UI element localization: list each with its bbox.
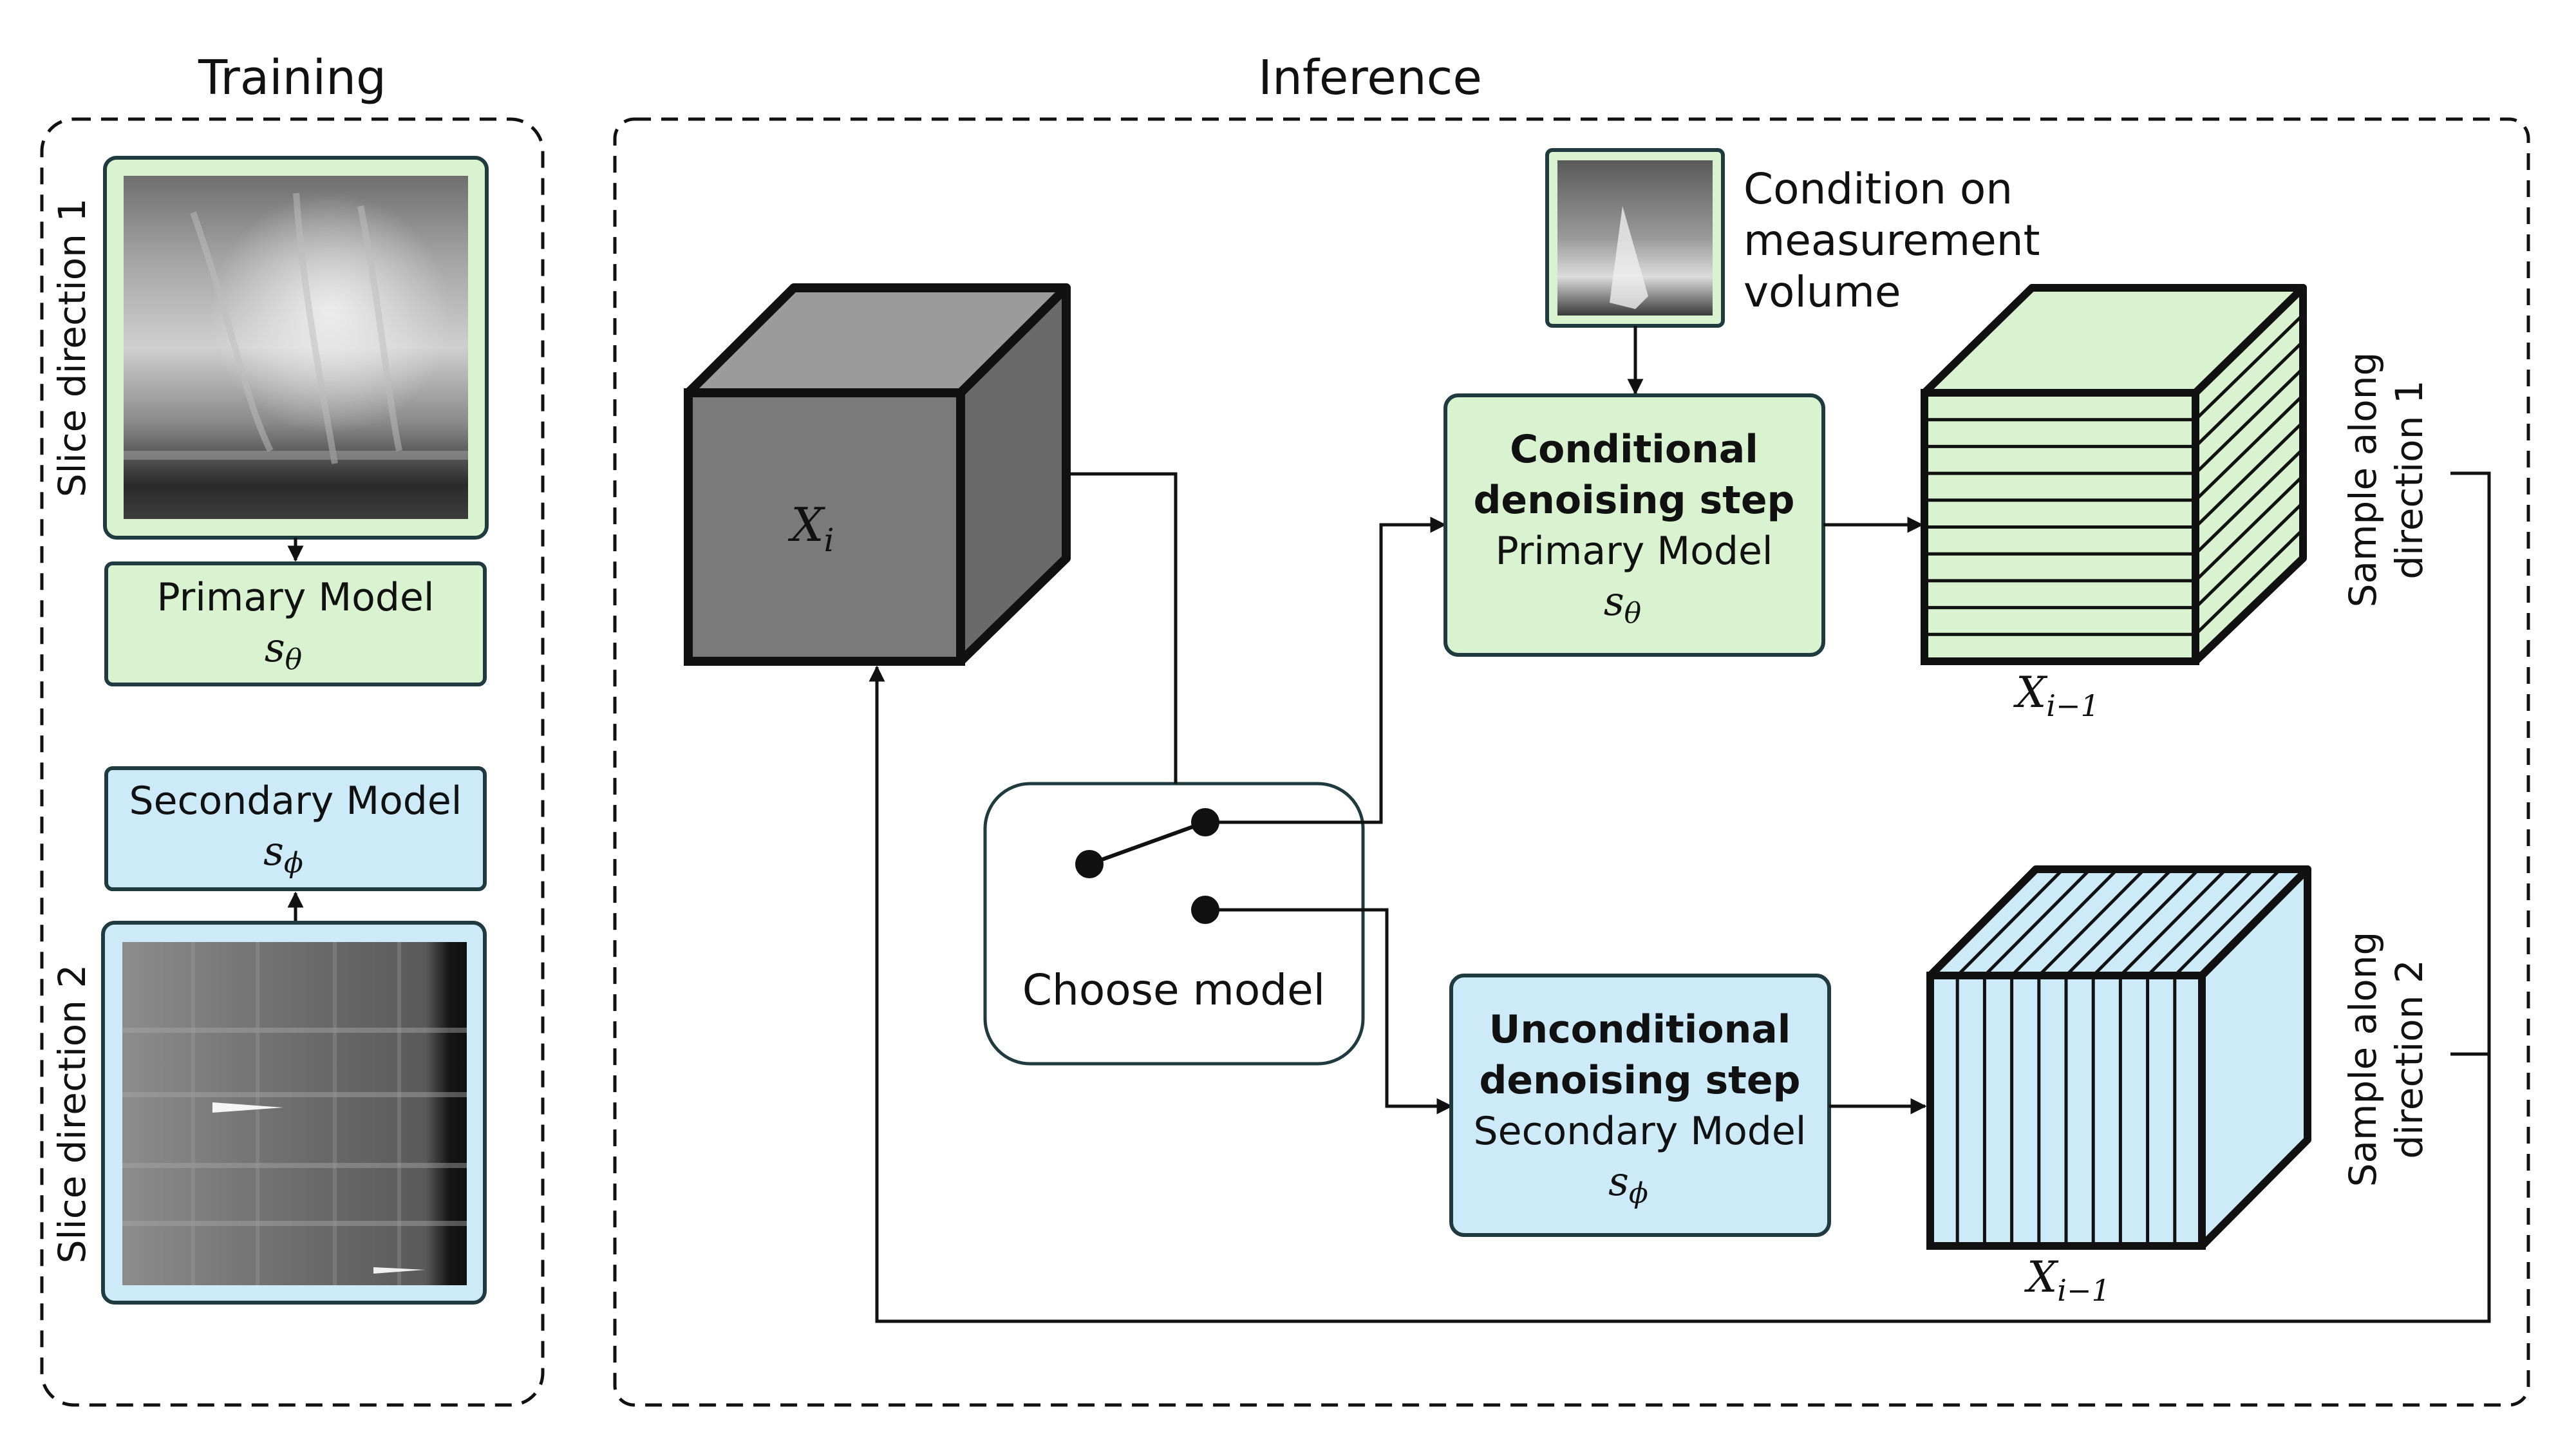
horizontal-slice-lines — [1924, 313, 2304, 636]
vertical-slice-top-line — [2146, 868, 2255, 977]
unconditional-step-symbol: sϕ — [1608, 1158, 1648, 1210]
slice2-xray-image — [122, 942, 467, 1285]
horizontal-slice-side-line — [2194, 475, 2304, 582]
sample2-line1: Sample along — [2341, 932, 2385, 1187]
training-panel: Training Slice direction 1 Primary Model… — [40, 50, 545, 1407]
output-volume-direction2 — [1926, 865, 2311, 1250]
slice1-xray-image — [124, 176, 468, 519]
primary-model-symbol: sθ — [265, 624, 302, 676]
inference-title: Inference — [1258, 50, 1482, 106]
horizontal-slice-side-line — [2194, 313, 2304, 421]
vertical-slice-top-line — [2010, 868, 2119, 977]
vertical-slice-lines — [1955, 868, 2282, 1246]
sample1-line2: direction 1 — [2387, 380, 2431, 580]
choose-model-label: Choose model — [1022, 965, 1325, 1015]
horizontal-slice-side-line — [2194, 394, 2304, 502]
inference-panel: Inference Xi Choose model Condition on m… — [613, 50, 2530, 1407]
vertical-slice-top-line — [2119, 868, 2228, 977]
horizontal-slice-side-line — [2194, 367, 2304, 475]
training-title: Training — [198, 50, 386, 106]
secondary-model-symbol: sϕ — [263, 827, 303, 880]
choose-model-box — [983, 782, 1365, 1066]
output-volume-direction1 — [1921, 284, 2307, 665]
output-bottom-symbol: Xi−1 — [2024, 1252, 2111, 1308]
conditional-step-line2: denoising step — [1473, 478, 1794, 523]
vertical-slice-top-line — [2174, 868, 2282, 977]
switch-to-conditional-edge — [1205, 516, 1447, 824]
state-symbol: Xi — [787, 498, 834, 559]
measurement-xray-image — [1557, 160, 1713, 316]
training-border — [40, 117, 545, 1407]
feedback-loop-edge — [869, 471, 2491, 1323]
horizontal-slice-side-line — [2194, 420, 2304, 529]
state-cube — [684, 283, 1071, 666]
vertical-slice-top-line — [2092, 868, 2200, 977]
primary-model-name: Primary Model — [156, 575, 434, 620]
condition-label-line3: volume — [1744, 267, 1901, 317]
slice2-label: Slice direction 2 — [50, 965, 94, 1264]
slice1-label: Slice direction 1 — [50, 198, 94, 498]
condition-label-line1: Condition on — [1744, 164, 2013, 214]
output-top-symbol: Xi−1 — [2013, 668, 2100, 723]
horizontal-slice-side-line — [2194, 448, 2304, 555]
sample1-line1: Sample along — [2341, 352, 2385, 608]
conditional-step-line1: Conditional — [1510, 427, 1758, 472]
vertical-slice-top-line — [1956, 868, 2064, 977]
inference-border — [613, 117, 2530, 1407]
primary-model-box — [104, 561, 487, 686]
unconditional-step-line1: Unconditional — [1489, 1007, 1791, 1052]
switch-lever — [1088, 820, 1207, 866]
condition-label-line2: measurement — [1744, 216, 2040, 265]
conditional-step-model: Primary Model — [1495, 529, 1772, 574]
vertical-slice-top-line — [2065, 868, 2173, 977]
conditional-step-symbol: sθ — [1604, 578, 1641, 630]
cube-to-switch-edge — [1066, 472, 1178, 784]
secondary-model-box — [104, 766, 487, 891]
switch-to-unconditional-edge — [1205, 908, 1453, 1115]
vertical-slice-top-line — [2038, 868, 2146, 977]
horizontal-slice-side-line — [2194, 501, 2304, 609]
horizontal-slice-side-line — [2194, 528, 2304, 636]
horizontal-slice-side-line — [2194, 340, 2304, 448]
vertical-slice-top-line — [1983, 868, 2092, 977]
secondary-model-name: Secondary Model — [129, 778, 462, 824]
sample2-line2: direction 2 — [2387, 959, 2431, 1159]
unconditional-step-line2: denoising step — [1479, 1058, 1800, 1103]
unconditional-step-model: Secondary Model — [1474, 1109, 1807, 1154]
